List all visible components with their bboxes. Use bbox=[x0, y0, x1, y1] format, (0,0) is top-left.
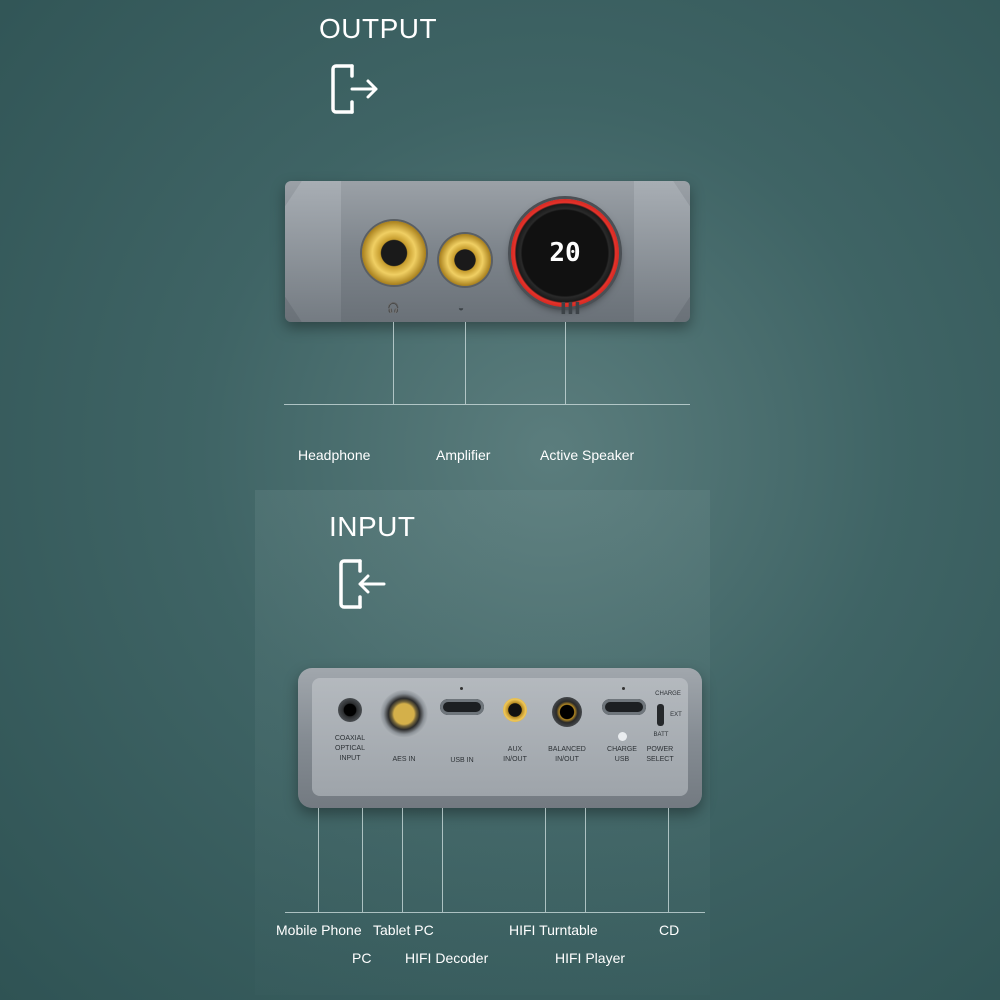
mobile-phone-leader-line bbox=[318, 808, 319, 912]
amplifier-jack-4-4mm[interactable] bbox=[439, 234, 491, 286]
output-device-front-panel: 20 🎧 ◒ ▐▐▐ bbox=[285, 181, 690, 322]
power-select-switch[interactable] bbox=[657, 704, 664, 726]
output-label-headphone: Headphone bbox=[298, 447, 371, 463]
coaxial-optical-input-label: COAXIAL OPTICAL INPUT bbox=[334, 735, 366, 762]
input-label-cd: CD bbox=[659, 922, 680, 938]
volume-display: 20 bbox=[549, 238, 581, 268]
exit-door-arrow-icon bbox=[331, 64, 378, 114]
aux-jack[interactable] bbox=[503, 698, 527, 722]
balanced-jack[interactable] bbox=[552, 697, 582, 727]
output-baseline bbox=[284, 404, 690, 405]
coaxial-optical-jack[interactable] bbox=[338, 698, 362, 722]
switch-ext-label: EXT bbox=[670, 712, 682, 718]
hifi-decoder-leader-line bbox=[442, 808, 443, 912]
input-label-hifi-player: HIFI Player bbox=[555, 950, 626, 966]
charge-led-icon bbox=[618, 732, 627, 741]
aux-in-out-label: AUX IN/OUT bbox=[503, 746, 527, 763]
usb-in-port[interactable] bbox=[440, 699, 484, 715]
device-right-bevel bbox=[634, 181, 690, 322]
signal-bars-icon: ▐▐▐ bbox=[558, 303, 580, 314]
input-label-mobile-phone: Mobile Phone bbox=[276, 922, 362, 938]
amplifier-leader-line bbox=[465, 322, 466, 404]
input-label-tablet-pc: Tablet PC bbox=[373, 922, 434, 938]
device-left-bevel bbox=[285, 181, 341, 322]
charge-indicator-dot bbox=[622, 687, 625, 690]
switch-batt-label: BATT bbox=[653, 732, 669, 738]
output-label-active-speaker: Active Speaker bbox=[540, 447, 635, 463]
cd-leader-line bbox=[668, 808, 669, 912]
aes-in-label: AES IN bbox=[392, 756, 416, 763]
hifi-turntable-leader-line bbox=[545, 808, 546, 912]
output-label-amplifier: Amplifier bbox=[436, 447, 491, 463]
input-baseline bbox=[285, 912, 705, 913]
pc-leader-line bbox=[362, 808, 363, 912]
input-label-hifi-turntable: HIFI Turntable bbox=[509, 922, 598, 938]
output-heading: OUTPUT bbox=[319, 13, 438, 44]
input-label-hifi-decoder: HIFI Decoder bbox=[405, 950, 489, 966]
headphone-jack-6-35mm[interactable] bbox=[362, 221, 426, 285]
headphone-icon: 🎧 bbox=[387, 303, 400, 314]
charge-usb-port[interactable] bbox=[602, 699, 646, 715]
input-heading: INPUT bbox=[329, 511, 416, 542]
amplifier-icon: ◒ bbox=[458, 303, 465, 314]
balanced-in-out-label: BALANCED IN/OUT bbox=[548, 746, 586, 763]
aes-xlr-connector[interactable] bbox=[380, 690, 428, 738]
enter-door-arrow-icon bbox=[339, 559, 386, 609]
hifi-player-leader-line bbox=[585, 808, 586, 912]
power-select-label: POWER SELECT bbox=[646, 746, 674, 763]
tablet-pc-leader-line bbox=[402, 808, 403, 912]
headphone-leader-line bbox=[393, 322, 394, 404]
charge-usb-label: CHARGE USB bbox=[607, 746, 637, 763]
usb-in-label: USB IN bbox=[450, 757, 474, 764]
volume-knob[interactable]: 20 bbox=[511, 199, 619, 307]
active-speaker-leader-line bbox=[565, 322, 566, 404]
input-device-rear-panel: COAXIAL OPTICAL INPUT AES IN USB IN AUX … bbox=[298, 668, 702, 808]
switch-charge-label: CHARGE bbox=[655, 691, 681, 697]
input-label-pc: PC bbox=[352, 950, 372, 966]
usb-in-indicator-dot bbox=[460, 687, 463, 690]
